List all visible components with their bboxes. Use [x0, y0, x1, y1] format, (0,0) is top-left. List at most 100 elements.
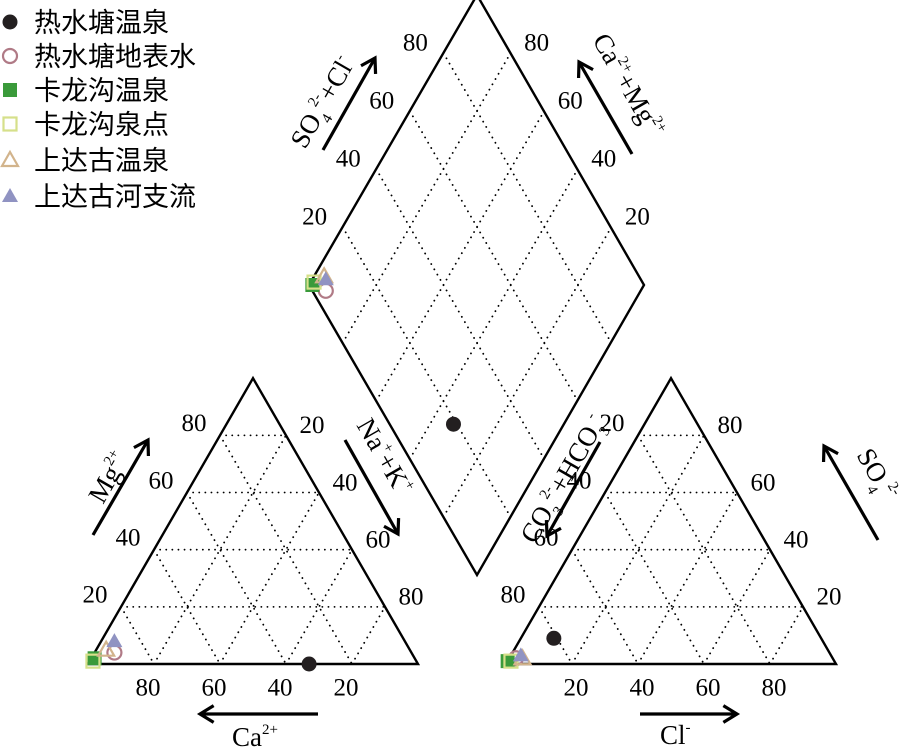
data-point-cation [106, 633, 123, 648]
diamond-field [307, 0, 646, 578]
tick-label: 80 [524, 30, 549, 57]
grid-line [637, 434, 771, 665]
nak-arrow-head [383, 517, 401, 537]
nak-arrow [343, 439, 400, 535]
tick-label: 60 [202, 675, 227, 702]
grid-line [153, 434, 287, 665]
legend-marker [3, 83, 17, 97]
data-point-cation [85, 653, 101, 669]
tick-label: 40 [116, 524, 141, 551]
cation-triangle [85, 375, 421, 666]
grid-line [408, 168, 579, 460]
tick-label: 40 [333, 469, 358, 496]
legend-item: 上达古河支流 [2, 182, 196, 213]
grid-line [120, 605, 155, 665]
legend-item: 卡龙沟泉点 [2, 110, 169, 141]
anion-triangle [503, 375, 839, 666]
tick-label: 80 [136, 675, 161, 702]
grid-line [375, 110, 546, 402]
ca-axis-title: Ca2+ [232, 722, 278, 751]
legend-label: 热水塘地表水 [34, 42, 196, 73]
grid-line [571, 548, 639, 665]
tick-label: 40 [784, 526, 809, 553]
grid-line [219, 434, 353, 665]
tick-label: 20 [600, 410, 625, 437]
arrow-layer [91, 55, 880, 724]
legend-symbol [2, 188, 18, 202]
tick-label: 80 [762, 675, 787, 702]
grid-line [703, 548, 771, 665]
grid-line [186, 491, 287, 665]
legend-label: 上达古温泉 [34, 146, 169, 177]
tick-layer: 80 60 40 20 80 60 40 20 20 40 60 80 20 40 60 80 20 40 60 80… [83, 30, 842, 702]
ca-mg-arrow [577, 61, 634, 155]
grid-line [351, 605, 386, 665]
tick-label: 80 [182, 410, 207, 437]
legend-item: 热水塘地表水 [1, 42, 196, 73]
data-point-cation [301, 656, 317, 672]
legend-item: 热水塘温泉 [2, 8, 169, 39]
legend-symbol [2, 14, 18, 30]
grid-layer [120, 52, 804, 665]
legend-item: 卡龙沟温泉 [3, 76, 169, 107]
tick-label: 60 [369, 88, 394, 115]
data-point-cation [96, 639, 117, 657]
tick-label: 80 [718, 412, 743, 439]
legend-symbol [2, 116, 18, 132]
data-point-anion [500, 654, 515, 669]
tick-label: 40 [268, 675, 293, 702]
grid-line [442, 226, 613, 518]
legend-marker [2, 116, 18, 132]
tick-label: 20 [83, 582, 108, 609]
so4-cl-arrow-head [360, 55, 378, 75]
tick-label: 60 [558, 88, 583, 115]
tick-label: 20 [334, 675, 359, 702]
grid-line [571, 434, 705, 665]
data-point-diamond [317, 271, 334, 286]
legend-label: 卡龙沟泉点 [34, 110, 169, 141]
tick-label: 20 [564, 675, 589, 702]
tick-label: 20 [302, 204, 327, 231]
frame-layer [85, 0, 839, 666]
grid-line [153, 548, 221, 665]
legend-marker [2, 188, 18, 202]
tick-label: 20 [625, 204, 650, 231]
ca-mg-axis-title: Ca2++Mg2+ [587, 28, 670, 142]
ca-mg-arrow-head [576, 59, 594, 79]
legend-label: 热水塘温泉 [34, 8, 169, 39]
data-point-anion [546, 630, 562, 646]
grid-line [285, 548, 353, 665]
legend-symbol [3, 83, 17, 97]
so4-arrow-head [821, 443, 839, 463]
legend-label: 卡龙沟温泉 [34, 76, 169, 107]
co3-hco3-axis-title: CO32-+HCO3- [514, 410, 616, 551]
legend-symbol [0, 149, 20, 168]
legend-marker [2, 14, 18, 30]
grid-line [604, 491, 705, 665]
legend-item: 上达古温泉 [0, 146, 169, 177]
co3-hco3-arrow [545, 441, 602, 537]
tick-label: 60 [366, 526, 391, 553]
grid-line [637, 491, 738, 665]
point-layer [85, 266, 562, 672]
tick-label: 60 [751, 469, 776, 496]
legend-symbol [1, 47, 19, 65]
legend-label: 上达古河支流 [34, 182, 196, 213]
grid-line [219, 491, 320, 665]
legend-marker [0, 149, 20, 168]
grid-line [442, 52, 613, 344]
co3-hco3-arrow-head [544, 519, 562, 539]
legend: 热水塘温泉 热水塘地表水 卡龙沟温泉 卡龙沟泉点 上达古温泉 上达古河支流 [0, 8, 196, 213]
mg-arrow [91, 439, 150, 536]
grid-line [341, 52, 512, 344]
so4-cl-axis-title: SO42-+Cl- [284, 51, 365, 156]
tick-label: 20 [817, 584, 842, 611]
so4-arrow [822, 445, 880, 541]
tick-label: 80 [501, 582, 526, 609]
grid-line [341, 226, 512, 518]
grid-line [375, 168, 546, 460]
grid-line [538, 605, 573, 665]
tick-label: 40 [336, 146, 361, 173]
tick-label: 20 [300, 412, 325, 439]
